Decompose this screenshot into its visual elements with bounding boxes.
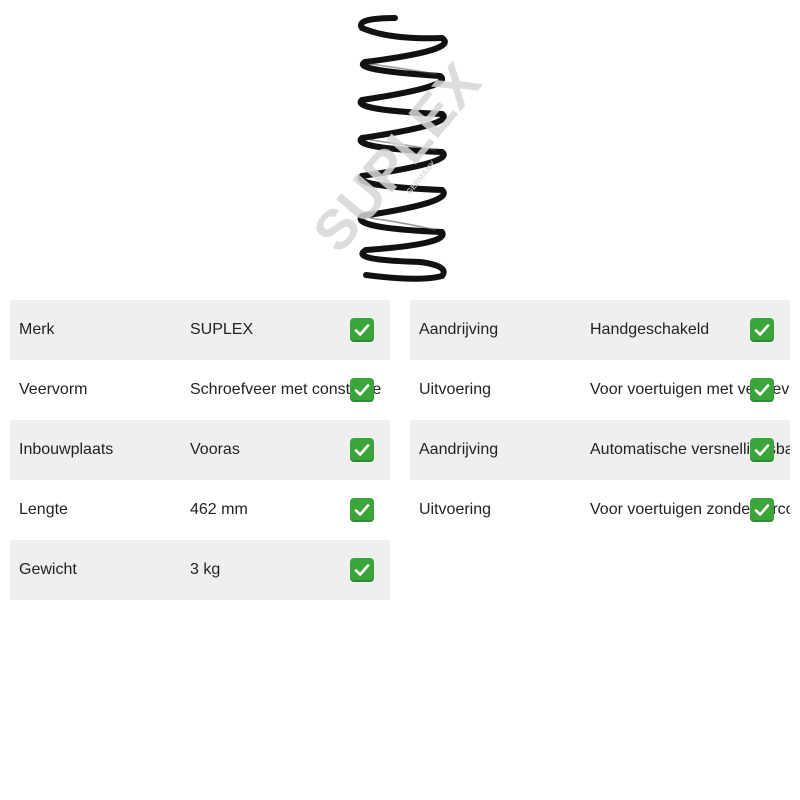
- check-icon: [750, 498, 774, 522]
- spec-label: Veervorm: [19, 381, 88, 398]
- coil-spring-image: SUPLEX GERMANY: [300, 15, 493, 282]
- spec-label: Aandrijving: [419, 441, 499, 458]
- check-icon: [350, 378, 374, 402]
- product-image: SUPLEX GERMANY: [300, 10, 500, 285]
- spec-value: Automatische versnellingsbak: [590, 441, 790, 458]
- spec-value: 3 kg: [190, 561, 221, 578]
- check-icon: [350, 438, 374, 462]
- spec-value: Schroefveer met constante: [190, 381, 382, 398]
- spec-value: 462 mm: [190, 501, 248, 518]
- check-icon: [350, 558, 374, 582]
- watermark: SUPLEX GERMANY: [300, 51, 492, 263]
- check-icon: [750, 438, 774, 462]
- check-icon: [350, 498, 374, 522]
- check-icon: [750, 378, 774, 402]
- spec-row: Merk SUPLEX: [10, 300, 390, 360]
- spec-value: Voor voertuigen zonder airco: [590, 501, 790, 518]
- spec-label: Uitvoering: [419, 381, 492, 398]
- spec-label: Inbouwplaats: [19, 441, 114, 458]
- spec-table-right: Aandrijving Handgeschakeld Uitvoering Vo…: [410, 300, 790, 540]
- spec-row: Uitvoering Voor voertuigen met verstevig…: [410, 360, 790, 420]
- spec-row: Aandrijving Automatische versnellingsbak: [410, 420, 790, 480]
- spec-label: Aandrijving: [419, 321, 499, 338]
- spec-row: Uitvoering Voor voertuigen zonder airco: [410, 480, 790, 540]
- spec-value: Voor voertuigen met verstevigd onderstel: [590, 381, 790, 398]
- spec-row: Gewicht 3 kg: [10, 540, 390, 600]
- check-icon: [350, 318, 374, 342]
- spec-value: Vooras: [190, 441, 240, 458]
- spec-label: Gewicht: [19, 561, 77, 578]
- spec-row: Lengte 462 mm: [10, 480, 390, 540]
- check-icon: [750, 318, 774, 342]
- spec-label: Lengte: [19, 501, 68, 518]
- spec-table-left: Merk SUPLEX Veervorm Schroefveer met con…: [10, 300, 390, 600]
- spec-value: SUPLEX: [190, 321, 254, 338]
- spec-row: Veervorm Schroefveer met constante: [10, 360, 390, 420]
- spec-row: Aandrijving Handgeschakeld: [410, 300, 790, 360]
- spec-label: Uitvoering: [419, 501, 492, 518]
- spec-value: Handgeschakeld: [590, 321, 710, 338]
- spec-row: Inbouwplaats Vooras: [10, 420, 390, 480]
- spec-label: Merk: [19, 321, 55, 338]
